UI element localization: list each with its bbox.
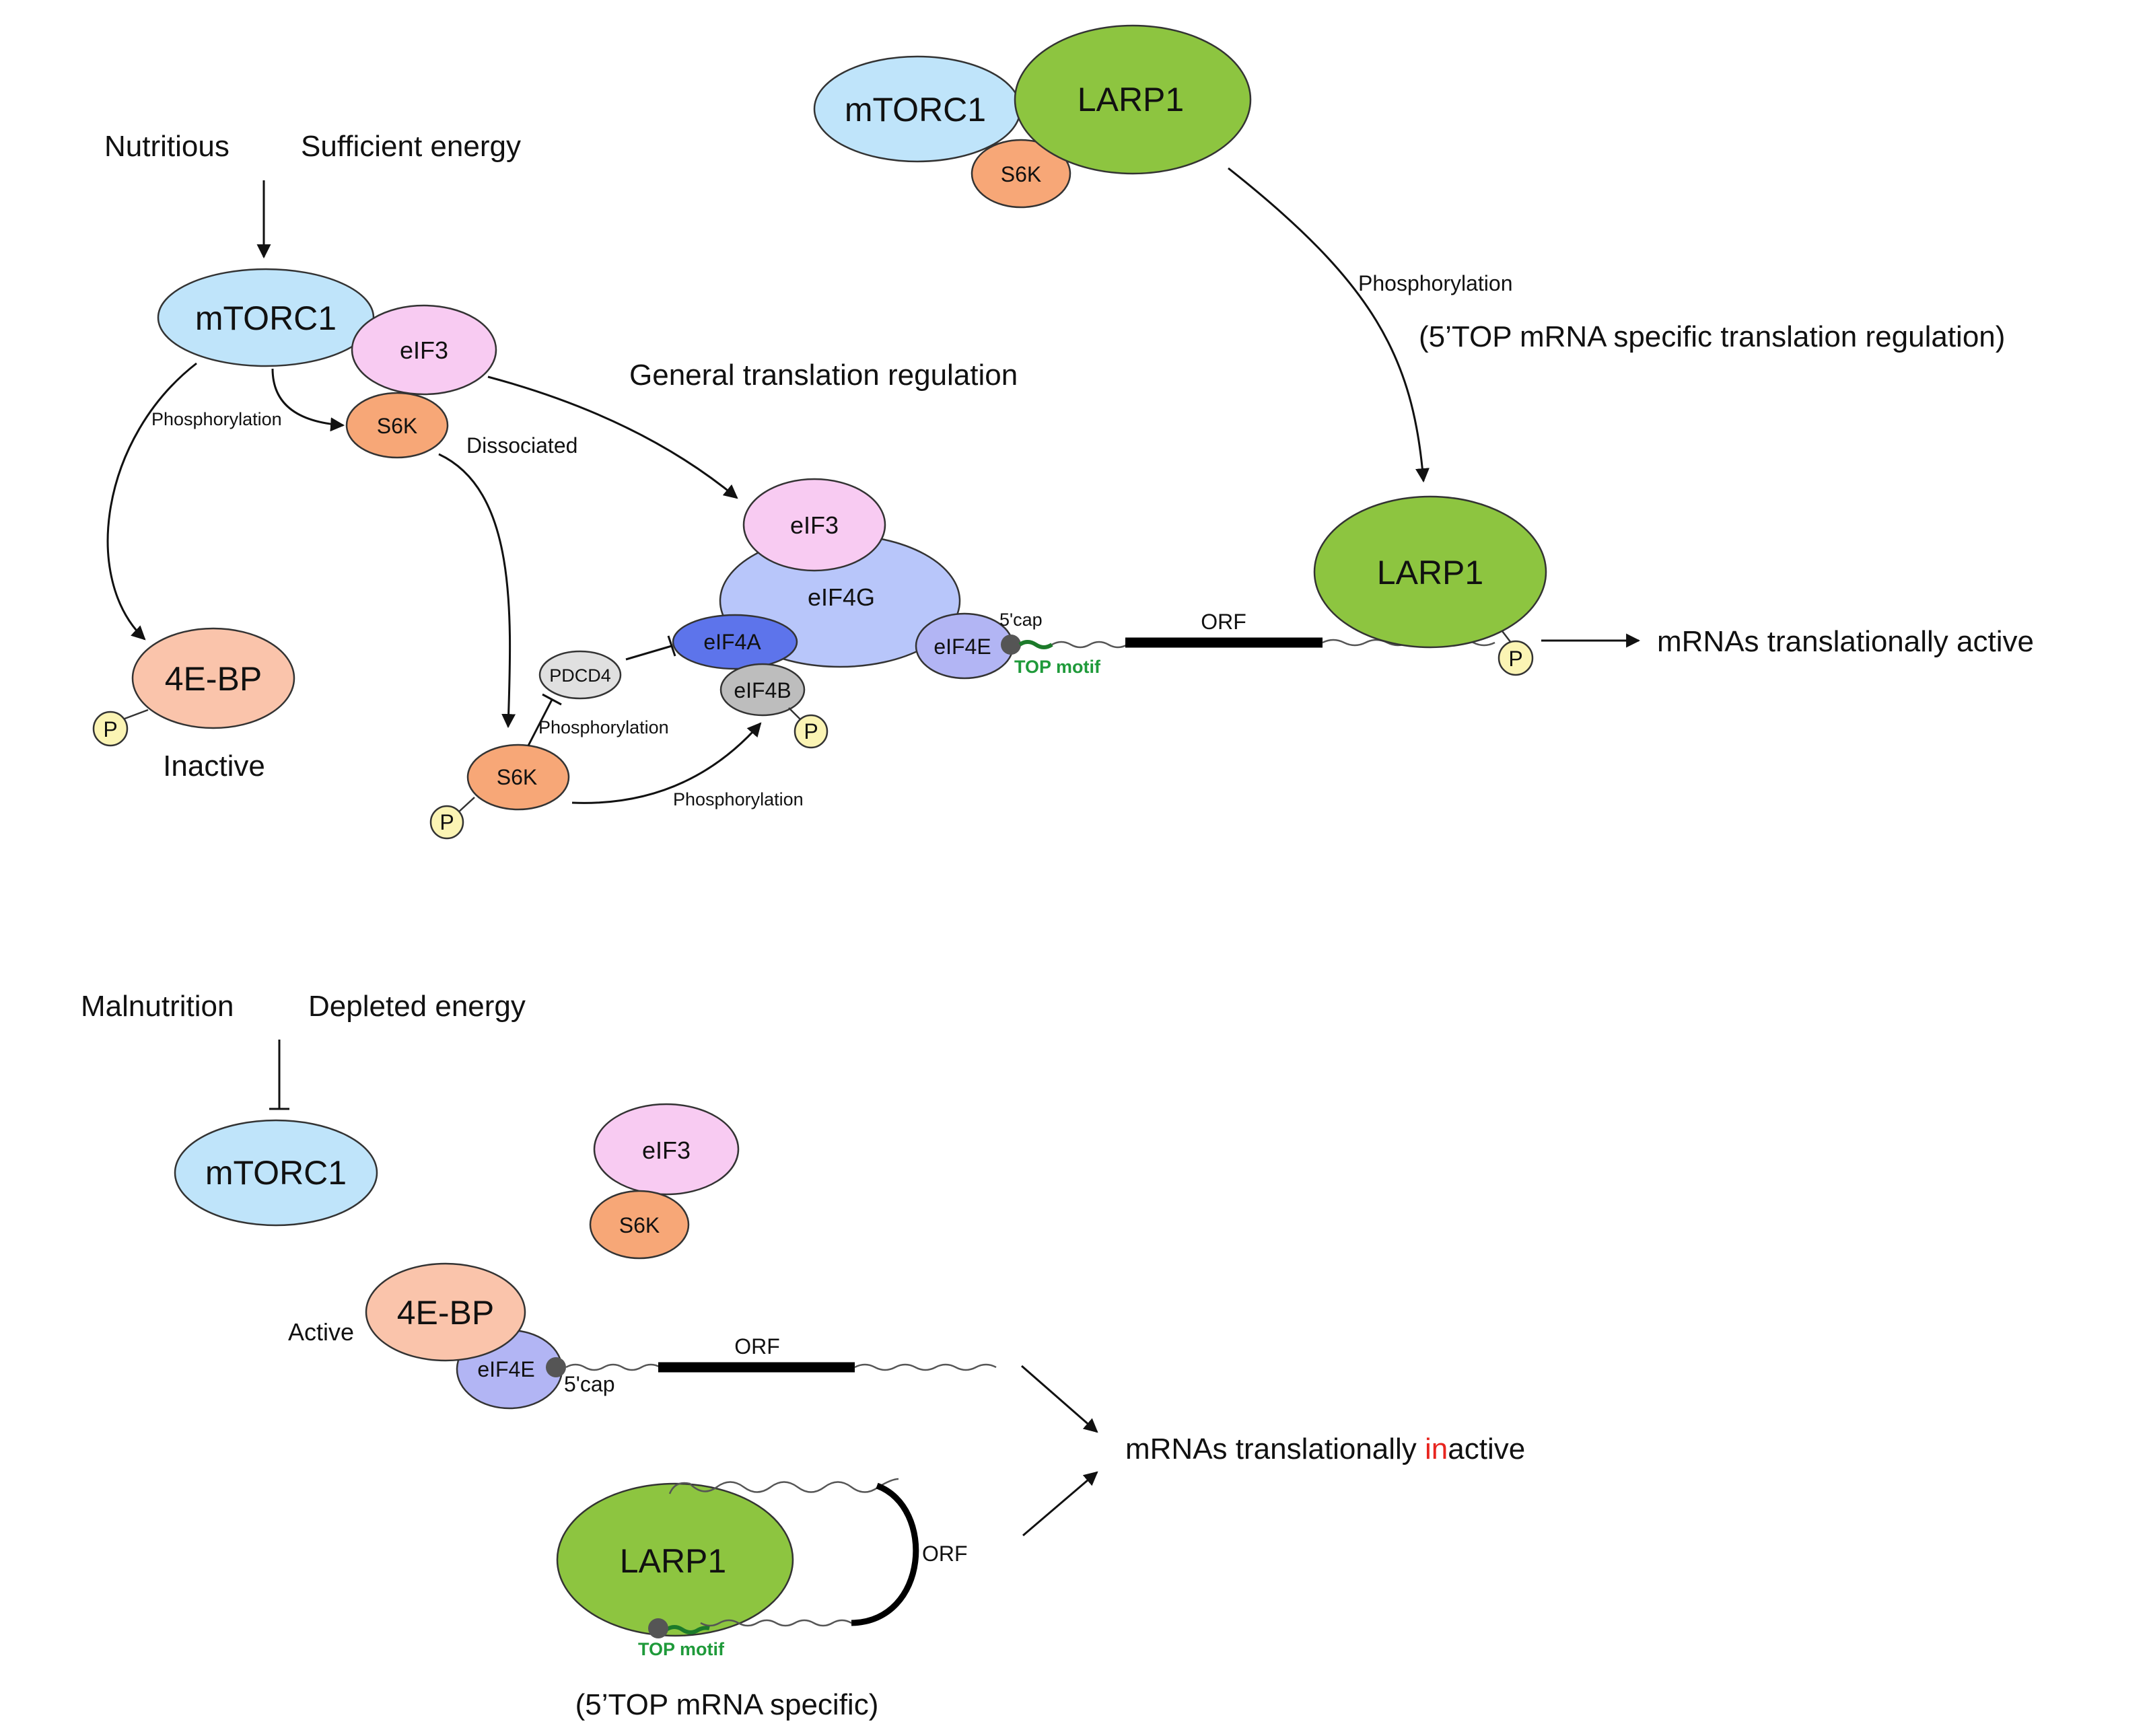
bottom-s6k-node xyxy=(589,1190,690,1260)
s6k-free-node xyxy=(466,744,570,811)
eif3-complex-node xyxy=(742,478,886,572)
eif3-label: eIF3 xyxy=(400,336,448,364)
larp1-phospho xyxy=(1498,640,1534,676)
4ebp-inactive-node xyxy=(131,627,295,729)
larp1-bound-node xyxy=(1313,495,1547,649)
cap-dot xyxy=(1001,635,1021,655)
inhibit-bar-pdcd4 xyxy=(542,693,562,706)
inhibit-s6k-pdcd4 xyxy=(527,699,553,746)
arrow-cap-to-inactive xyxy=(1021,1365,1098,1433)
orf-label: ORF xyxy=(1201,610,1246,634)
loop-orf-arc xyxy=(851,1482,919,1626)
eif4a-node xyxy=(672,614,798,670)
result-inactive-highlight: in xyxy=(1425,1433,1448,1466)
arrow-larp1-phosphorylation xyxy=(1228,167,1430,483)
s6k-free-label: S6K xyxy=(497,765,537,789)
pdcd4-label: PDCD4 xyxy=(549,665,611,686)
bottom-4ebp-node xyxy=(365,1262,526,1362)
result-active-label: mRNAs translationally active xyxy=(1657,625,2034,658)
bottom-cap-label: 5'cap xyxy=(564,1372,615,1396)
dissociated-label: Dissociated xyxy=(466,433,577,458)
top-mrna-specific-subtitle: (5’TOP mRNA specific translation regulat… xyxy=(1419,320,2005,353)
larp1-p-label: P xyxy=(1508,647,1522,671)
top-motif-wave xyxy=(1018,640,1053,649)
eif3-complex-label: eIF3 xyxy=(790,511,839,539)
s6k-p-link xyxy=(457,797,475,813)
input-malnutrition: Malnutrition xyxy=(81,990,234,1023)
bottom-eif3-node xyxy=(593,1103,740,1196)
loop-orf-label: ORF xyxy=(922,1542,968,1566)
s6k-p-label: P xyxy=(439,810,454,834)
eif4g-label: eIF4G xyxy=(808,583,875,611)
mrna-5utr xyxy=(1051,641,1128,649)
eif4a-label: eIF4A xyxy=(703,630,761,654)
active-label: Active xyxy=(288,1318,354,1346)
phosphorylation-eif4b-label: Phosphorylation xyxy=(673,789,804,809)
arrow-larp1-to-inactive xyxy=(1022,1471,1098,1537)
input-nutritious: Nutritious xyxy=(104,130,230,163)
cap-label: 5'cap xyxy=(999,610,1043,630)
arrow-s6k-dissociation xyxy=(438,453,516,729)
loop-upper-wave xyxy=(668,1478,899,1494)
eif4b-p-label: P xyxy=(804,719,818,744)
s6k-bound-node xyxy=(345,392,449,459)
bottom-mtorc1-label: mTORC1 xyxy=(205,1154,347,1192)
bottom-4ebp-label: 4E-BP xyxy=(397,1294,495,1332)
loop-lower-wave xyxy=(700,1619,852,1627)
bottom-mrna-3utr xyxy=(854,1363,997,1371)
inhibit-bar-eif4a xyxy=(667,635,676,657)
eif3-node xyxy=(351,304,497,396)
top-motif-label: TOP motif xyxy=(1014,657,1101,677)
inhibit-pdcd4-eif4a xyxy=(625,645,672,661)
inactive-label: Inactive xyxy=(163,750,265,783)
bottom-eif4e-label: eIF4E xyxy=(477,1357,534,1381)
right-s6k-node xyxy=(971,139,1071,209)
input-sufficient-energy: Sufficient energy xyxy=(301,130,521,163)
bottom-orf-label: ORF xyxy=(734,1334,780,1359)
bottom-larp1-node xyxy=(556,1482,794,1637)
mtorc1-label: mTORC1 xyxy=(195,299,337,337)
result-inactive-prefix: mRNAs translationally xyxy=(1125,1433,1425,1466)
bottom-larp1-label: LARP1 xyxy=(620,1542,726,1580)
right-phosphorylation-label: Phosphorylation xyxy=(1358,271,1512,295)
general-translation-title: General translation regulation xyxy=(629,359,1018,392)
s6k-phospho xyxy=(429,805,464,840)
eif4e-label: eIF4E xyxy=(933,635,991,659)
arrow-s6k-to-eif4b xyxy=(571,722,762,804)
arrow-eif3-to-complex xyxy=(487,375,738,499)
loop-cap-dot xyxy=(648,1618,668,1638)
eif4b-label: eIF4B xyxy=(734,678,791,702)
result-inactive-label: mRNAs translationally inactive xyxy=(1125,1433,1525,1466)
phosphorylation-pdcd4-label: Phosphorylation xyxy=(538,717,669,737)
loop-top-motif-label: TOP motif xyxy=(638,1639,725,1659)
pdcd4-node xyxy=(538,650,622,700)
eif4b-node xyxy=(719,663,806,717)
larp1-bound-label: LARP1 xyxy=(1377,554,1483,591)
bottom-specific-label: (5’TOP mRNA specific) xyxy=(575,1688,879,1721)
larp1-p-link xyxy=(1502,630,1512,643)
4ebp-p-link xyxy=(120,709,149,721)
bottom-s6k-label: S6K xyxy=(619,1213,660,1237)
bottom-mtorc1-node xyxy=(174,1119,378,1227)
4ebp-inactive-label: 4E-BP xyxy=(165,660,262,698)
right-s6k-label: S6K xyxy=(1001,162,1041,186)
arrow-mtorc1-to-s6k xyxy=(271,368,345,432)
bottom-cap-dot xyxy=(546,1357,566,1377)
right-larp1-label: LARP1 xyxy=(1078,81,1184,118)
eif4b-phospho xyxy=(794,714,829,749)
loop-top-motif-wave xyxy=(665,1625,710,1634)
s6k-bound-label: S6K xyxy=(377,414,417,438)
4ebp-phospho xyxy=(92,711,129,747)
result-inactive-suffix: active xyxy=(1448,1433,1525,1466)
right-mtorc1-label: mTORC1 xyxy=(845,91,986,129)
phosphorylation-left-label: Phosphorylation xyxy=(151,409,282,429)
4ebp-p-label: P xyxy=(103,717,117,742)
input-depleted-energy: Depleted energy xyxy=(308,990,526,1023)
bottom-eif3-label: eIF3 xyxy=(642,1136,691,1164)
arrow-mtorc1-to-4ebp xyxy=(106,362,197,641)
right-larp1-node xyxy=(1014,24,1252,175)
